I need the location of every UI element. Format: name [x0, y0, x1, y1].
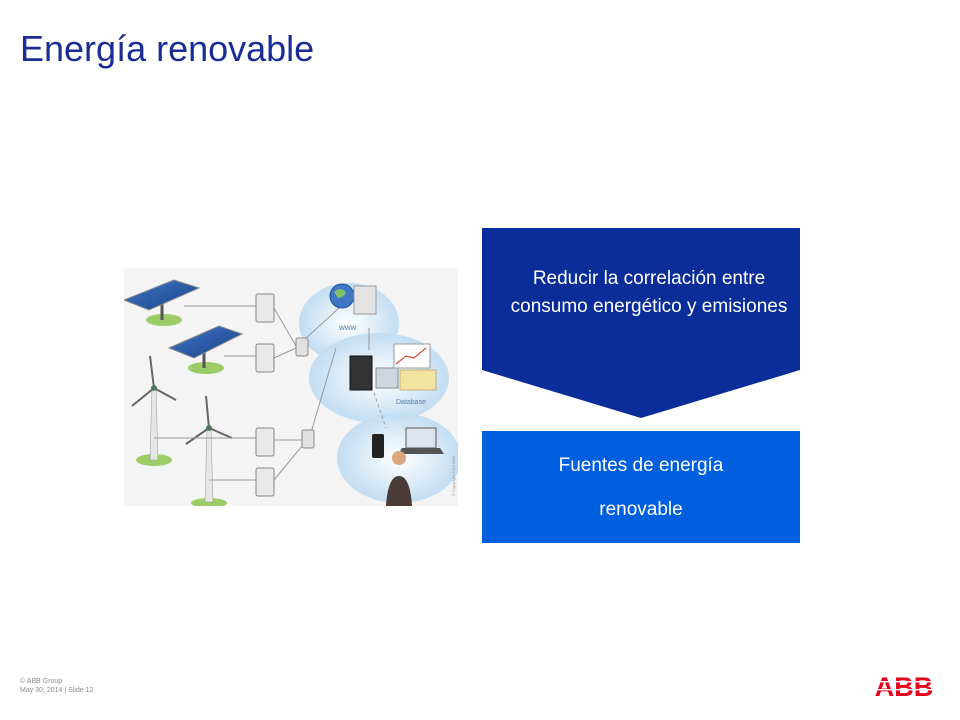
- pentagon-text: Reducir la correlación entre consumo ene…: [510, 268, 788, 317]
- pentagon-arrow-shape: [482, 228, 800, 418]
- box-text-line2: renovable: [599, 499, 683, 520]
- solar-panel-icon: [124, 279, 201, 326]
- svg-text:www: www: [338, 323, 357, 332]
- database-server-icon: [349, 355, 373, 391]
- footer: © ABB Group May 30, 2014 | Slide 12: [20, 677, 93, 695]
- footer-date-slide: May 30, 2014 | Slide 12: [20, 687, 94, 694]
- wind-turbine-icon: [131, 355, 177, 466]
- server-icon: [353, 285, 377, 315]
- abb-logo: ABB: [869, 672, 939, 700]
- svg-text:Database: Database: [396, 399, 426, 406]
- laptop-icon: [405, 427, 437, 449]
- footer-copyright: © ABB Group: [20, 678, 63, 685]
- svg-text:© Copyright 2010 ABB: © Copyright 2010 ABB: [451, 456, 456, 496]
- person-icon: [392, 451, 406, 465]
- slide-title: Energía renovable: [20, 28, 315, 69]
- solar-panel-icon: [167, 325, 244, 374]
- renewable-network-diagram: www Database © Copyright 2010 ABB: [124, 268, 458, 506]
- wind-turbine-icon: [185, 395, 233, 506]
- box-text-line1: Fuentes de energía: [558, 455, 724, 476]
- renewable-sources-box: Fuentes de energía renovable: [482, 431, 800, 543]
- svg-text:ABB: ABB: [875, 672, 934, 700]
- chart-screen-icon: [393, 343, 431, 369]
- mobile-phone-icon: [372, 434, 384, 458]
